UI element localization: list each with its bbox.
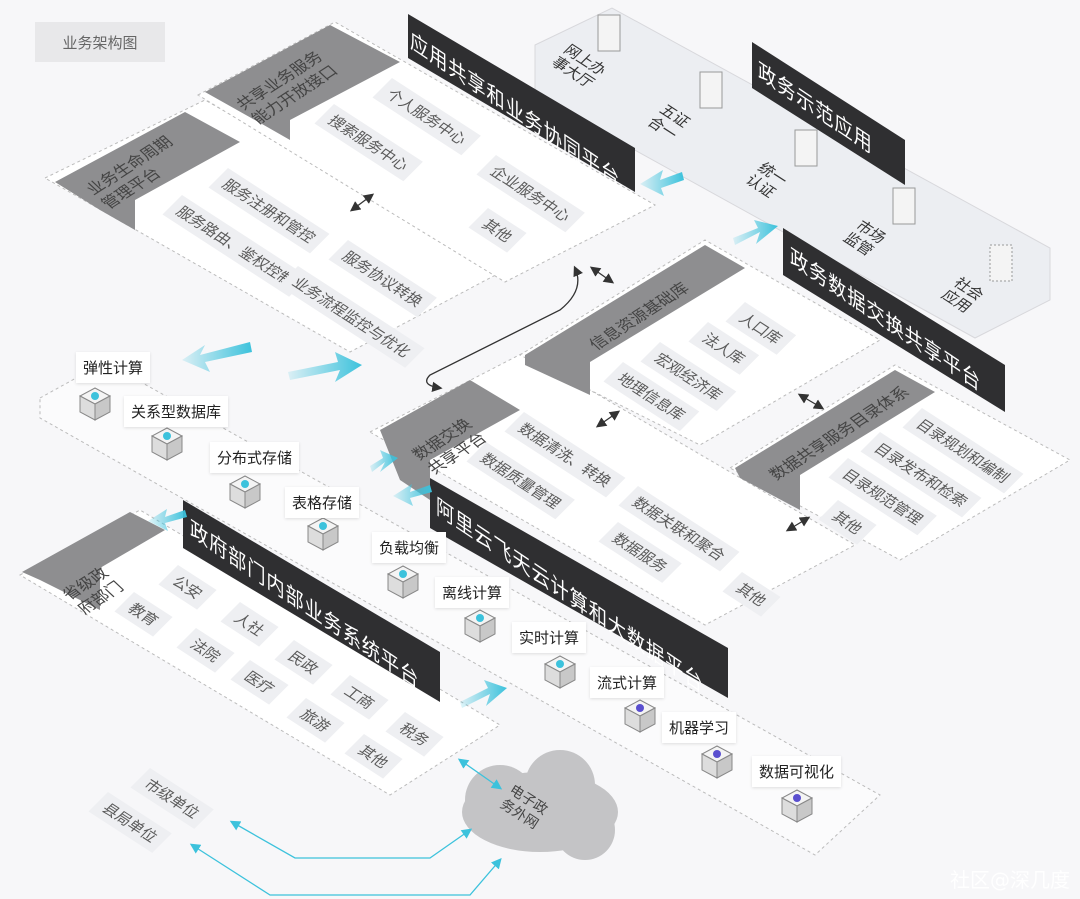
service-label[interactable]: 分布式存储 <box>210 442 300 473</box>
device-icon <box>892 187 916 225</box>
service-label[interactable]: 关系型数据库 <box>124 396 229 427</box>
api-header <box>205 25 400 140</box>
service-cubes <box>78 387 814 823</box>
lifecycle-header <box>55 112 240 230</box>
service-label[interactable]: 离线计算 <box>435 577 510 608</box>
cloud-shape <box>462 750 618 860</box>
device-icon <box>699 71 723 109</box>
arrow-icon <box>182 342 252 372</box>
arrow-icon <box>393 484 432 506</box>
catalog-header <box>735 370 935 510</box>
service-label[interactable]: 实时计算 <box>512 622 587 653</box>
service-label[interactable]: 流式计算 <box>590 667 665 698</box>
service-label[interactable]: 机器学习 <box>662 712 737 743</box>
arrow-icon <box>460 680 507 708</box>
service-label[interactable]: 数据可视化 <box>752 756 842 787</box>
device-icon <box>597 14 621 52</box>
arrow-icon <box>288 352 362 382</box>
service-label[interactable]: 表格存储 <box>285 487 360 518</box>
device-icon <box>989 244 1013 282</box>
arrow-icon <box>148 509 187 531</box>
page-title: 业务架构图 <box>35 22 165 62</box>
gov-header <box>22 512 165 610</box>
flow-arrows <box>148 170 778 708</box>
banner-app-platform <box>408 14 635 192</box>
service-label[interactable]: 负载均衡 <box>372 532 447 563</box>
banner-demo-apps <box>752 42 905 185</box>
arrow-icon <box>640 170 684 196</box>
banner-gov <box>183 500 440 702</box>
watermark: 社区@深几度 <box>950 868 1070 892</box>
arrow-icon <box>370 450 398 472</box>
device-icon <box>794 129 818 167</box>
banner-cloud <box>430 478 728 698</box>
banner-exchange <box>783 228 1005 412</box>
service-label[interactable]: 弹性计算 <box>76 352 151 383</box>
exchange-header <box>380 380 520 500</box>
arrow-icon <box>733 220 778 245</box>
app-devices <box>597 14 1013 282</box>
